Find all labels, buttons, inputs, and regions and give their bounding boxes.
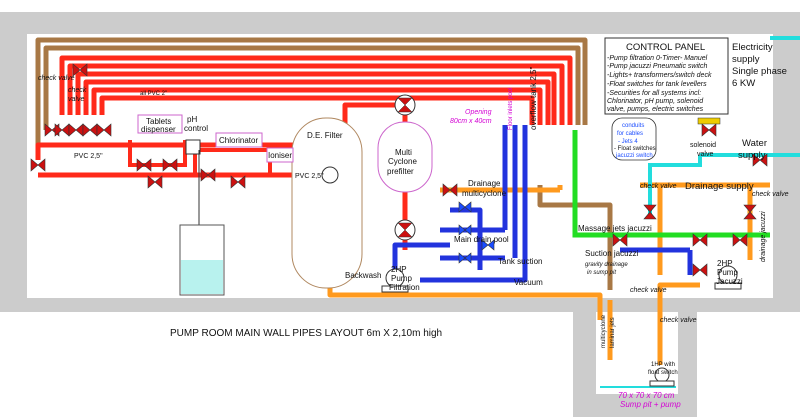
pvc-25-left-label: PVC 2,5" (74, 153, 103, 160)
main-drain-label: Main drain pool (454, 235, 509, 244)
overflow-tank-label: overflow tank 2,5" (529, 67, 538, 130)
ph-label: control (184, 124, 208, 133)
pump-filtration-label: 2HP (391, 265, 407, 274)
water-supply-label: supply (738, 150, 766, 161)
sump-pump-label: float switch (648, 370, 678, 376)
water-supply-pipes (648, 36, 800, 215)
control-panel-line: -Lights+ transformers/switch deck (607, 72, 712, 79)
conduits-box (611, 117, 657, 161)
ioniser-label: Ioniser (268, 151, 292, 160)
tank-suction-label: Tank suction (498, 257, 542, 266)
massage-jets-label: Massage jets jacuzzi (578, 224, 652, 233)
multicyclone-laminar-label: multicyclone (601, 314, 607, 348)
conduits-label: conduits (622, 123, 644, 129)
solenoid-valve (697, 117, 721, 137)
drainage-multicyclone-label: multicyclone (462, 189, 507, 198)
gravity-drainage-label: in sump pit (587, 270, 616, 276)
tablets-label: Tablets (146, 117, 171, 126)
opening-label: 80cm x 40cm (450, 118, 492, 125)
chlorinator-box (215, 132, 263, 148)
sump-pit-label: Sump pit + pump (620, 400, 681, 409)
water-tank-water (181, 260, 223, 294)
solenoid-label: valve (697, 151, 713, 158)
tablets-label: dispenser (141, 125, 176, 134)
lower-rotary-valve (394, 219, 416, 241)
de-filter-valve (321, 166, 339, 184)
pump-jacuzzi (714, 265, 742, 290)
de-filter-label: D.E. Filter (307, 131, 343, 140)
check-valve-label: check valve (38, 75, 75, 82)
control-panel-title: CONTROL PANEL (626, 42, 705, 53)
check-label: check (68, 87, 87, 94)
multicyclone-prefilter (377, 121, 433, 193)
pvc-25-mid-label: PVC 2,5" (295, 173, 324, 180)
sump-pit-label: 70 x 70 x 70 cm (618, 391, 675, 400)
electricity-label: supply (732, 54, 760, 65)
ph-label: pH (187, 115, 197, 124)
main-rotary-valve (394, 94, 416, 116)
ph-control-box (185, 139, 201, 155)
jets-pipes (572, 130, 770, 238)
vacuum-label: Vacuum (514, 278, 543, 287)
control-panel-box (604, 37, 729, 115)
pvc-2-label: all PVC 2" (140, 91, 167, 97)
drainage-supply-label: Drainage supply (685, 181, 754, 192)
control-panel-line: -Pump filtration 0-Timer- Manuel (607, 55, 708, 62)
pump-jacuzzi-label: Pump (717, 268, 738, 277)
drainage-multicyclone-label: Drainage (468, 179, 501, 188)
valve-label: valve (68, 96, 84, 103)
electricity-label: Electricity (732, 42, 773, 53)
conduits-label: for cables (617, 131, 643, 137)
conduits-label: - Jets 4 (618, 139, 638, 145)
suction-jacuzzi-label: Suction jacuzzi (585, 249, 639, 258)
multicyclone-label: Cyclone (388, 157, 417, 166)
multicyclone-label: prefilter (387, 167, 414, 176)
electricity-label: 6 KW (732, 78, 755, 89)
control-panel-line: -Pump jacuzzi Pneumatic switch (607, 63, 707, 70)
conduits-label: jacuzzi switch (615, 153, 653, 159)
pump-jacuzzi-label: Jacuzzi (716, 277, 743, 286)
control-panel-line: Chlorinator, pH pump, solenoid (607, 98, 704, 105)
chlorinator-label: Chlorinator (219, 136, 258, 145)
conduits-label: - Float switches (614, 146, 656, 152)
water-supply-label: Water (742, 138, 767, 149)
control-panel-line: valve, pumps, electric switches (607, 106, 704, 113)
electricity-label: Single phase (732, 66, 787, 77)
pump-filtration (381, 268, 409, 293)
check-valve-right-label: check valve (640, 183, 677, 190)
sump-pump (649, 367, 675, 387)
solenoid-label: solenoid (690, 142, 716, 149)
opening-label: Opening (465, 109, 492, 116)
multicyclone-laminar-label: laminar jets (610, 317, 616, 348)
ioniser-box (266, 147, 294, 163)
gravity-drainage-label: gravity drainage (585, 262, 628, 268)
suction-pipes (392, 125, 693, 283)
check-valve-sump2-label: check valve (660, 317, 697, 324)
drainage-jacuzzi-label: drainage jacuzzi (760, 211, 767, 262)
floor-inlets-label: Floor inlets pool (508, 88, 514, 130)
pump-filtration-label: Filtration (389, 283, 420, 292)
control-panel-line: -Securities for all systems incl: (607, 90, 701, 97)
diagram-title: PUMP ROOM MAIN WALL PIPES LAYOUT 6m X 2,… (170, 328, 442, 339)
pump-filtration-label: Pump (391, 274, 412, 283)
pump-jacuzzi-label: 2HP (717, 259, 733, 268)
backwash-label: Backwash (345, 271, 381, 280)
supply-pipes (35, 55, 573, 250)
sump-floor-line (600, 386, 676, 388)
de-filter (291, 117, 363, 289)
control-panel-line: -Float switches for tank levellers (607, 81, 707, 88)
check-valve-jacuzzi-label: check valve (752, 191, 789, 198)
check-valve-sump-label: check valve (630, 287, 667, 294)
sump-pump-label: 1HP with (651, 362, 675, 368)
multicyclone-label: Multi (395, 148, 412, 157)
tablets-dispenser-box (137, 114, 183, 134)
